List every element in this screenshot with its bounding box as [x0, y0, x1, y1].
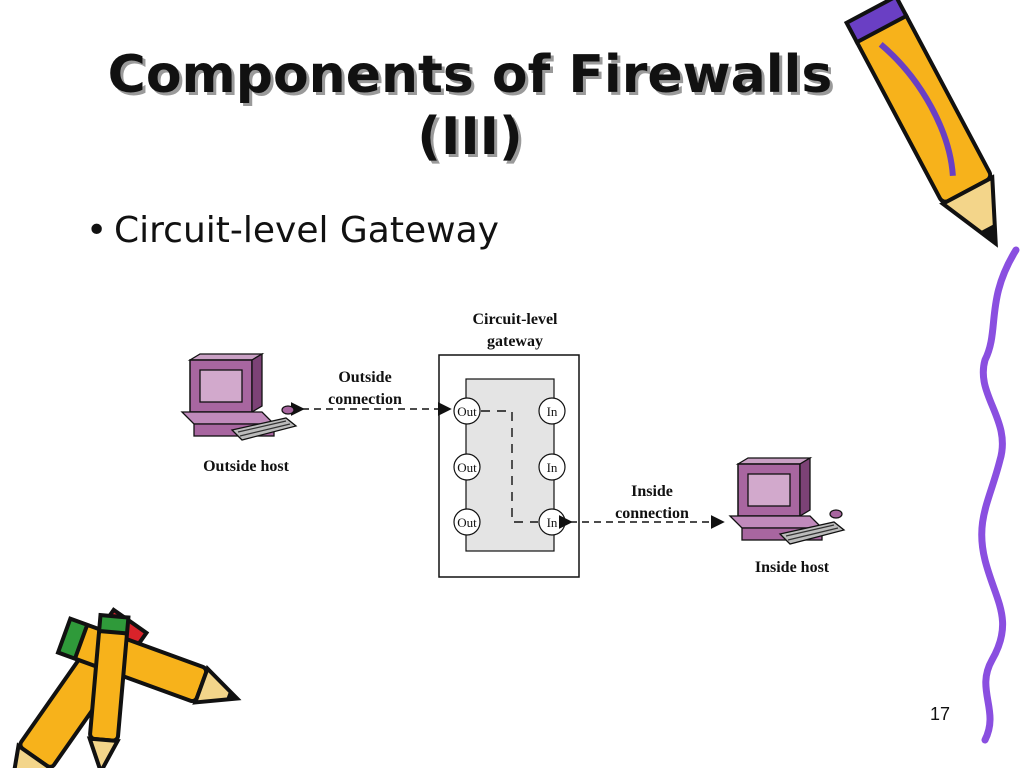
gateway-label-line-2: gateway: [487, 333, 543, 350]
port-out-1: Out: [453, 397, 481, 425]
inside-host-computer-icon: [728, 456, 846, 545]
port-in-2: In: [538, 453, 566, 481]
slide-number: 17: [930, 704, 951, 724]
inside-connection-label-line-1: Inside: [631, 483, 673, 500]
outside-host-label: Outside host: [203, 458, 289, 475]
title-line-2: (III): [417, 107, 523, 167]
outside-host-computer-icon: [180, 352, 298, 441]
port-in-1: In: [538, 397, 566, 425]
slide-title: Components of Firewalls (III): [60, 44, 880, 168]
bullet-item: •Circuit-level Gateway: [86, 210, 499, 251]
pencil-icon: [86, 612, 131, 768]
bullet-dot: •: [86, 210, 108, 251]
inside-connection-label-line-2: connection: [615, 505, 689, 522]
port-out-2: Out: [453, 453, 481, 481]
port-in-1-label: In: [547, 404, 558, 419]
pencil-icon: [843, 0, 998, 248]
port-in-2-label: In: [547, 460, 558, 475]
bullet-text: Circuit-level Gateway: [114, 210, 499, 251]
squiggle-line: [978, 246, 1020, 744]
port-in-3-label: In: [547, 515, 558, 530]
internal-relay-path: [481, 410, 538, 523]
port-out-2-label: Out: [457, 460, 477, 475]
title-line-1: Components of Firewalls: [107, 45, 833, 105]
gateway-label-line-1: Circuit-level: [472, 311, 558, 328]
port-out-3: Out: [453, 508, 481, 536]
port-out-1-label: Out: [457, 404, 477, 419]
port-in-3: In: [538, 508, 566, 536]
port-out-3-label: Out: [457, 515, 477, 530]
outside-connection-label-line-1: Outside: [338, 369, 391, 386]
outside-connection-label-line-2: connection: [328, 391, 402, 408]
inside-host-label: Inside host: [755, 559, 830, 576]
